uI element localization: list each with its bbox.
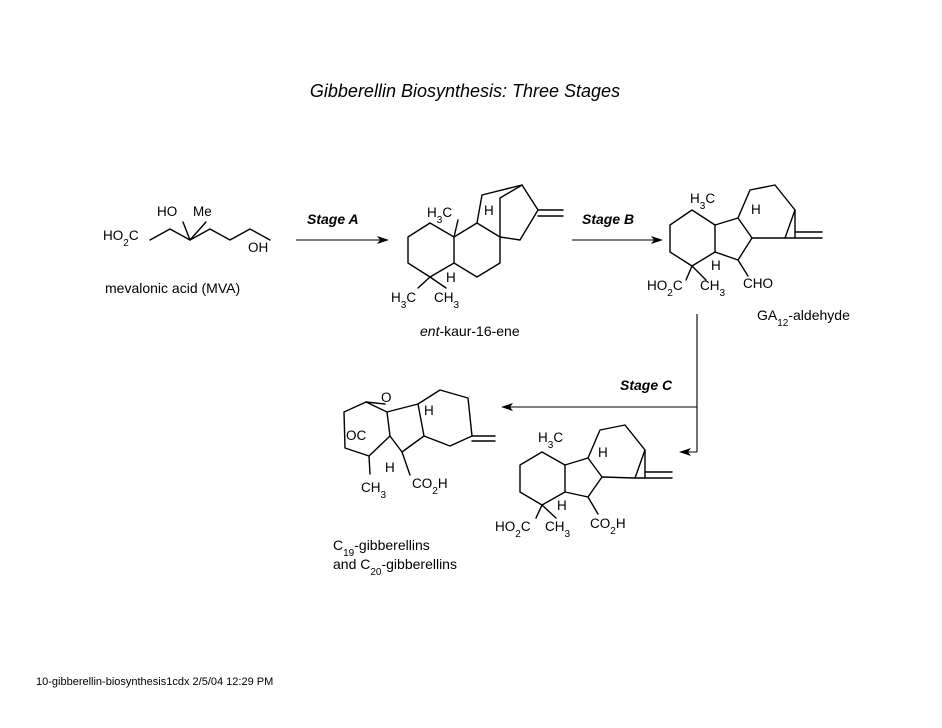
stage-a-label: Stage A [307,211,359,227]
ga12-h-top: H [751,202,761,217]
ent-kaurene-structure: H3C H H H3C CH3 ent-kaur-16-ene [391,184,564,339]
kaurene-h-top: H [484,203,494,218]
c19-gibberellin-structure: O OC H H CH3 CO2H C19-gibberellins and C… [333,389,496,578]
ga12-label: GA12-aldehyde [757,307,850,329]
kaurene-h3c-bottom: H3C [391,290,416,311]
c19-h-top: H [424,403,434,418]
ga12-ch3: CH3 [700,278,726,299]
c19-oc-lactone: OC [346,428,367,443]
ga12acid-co2h: CO2H [590,516,626,537]
c19-ch3: CH3 [361,480,387,501]
kaurene-ch3-bottom: CH3 [434,290,460,311]
ga12-cho: CHO [743,276,773,291]
ga12acid-h3c: H3C [538,430,563,451]
c19-label-line2: and C20-gibberellins [333,556,457,578]
mva-oh-group: OH [248,240,268,255]
kaurene-label: ent-kaur-16-ene [420,323,520,339]
kaurene-h-bottom: H [446,270,456,285]
ga12acid-ho2c: HO2C [495,519,531,540]
ga12-h-bottom: H [711,258,721,273]
c19-label-line1: C19-gibberellins [333,537,430,559]
mva-ho-group: HO [157,204,177,219]
page-title: Gibberellin Biosynthesis: Three Stages [310,81,620,101]
ga12-acid-structure: H3C H H HO2C CH3 CO2H [495,424,673,540]
mva-carboxyl-group: HO2C [103,228,139,249]
kaurene-h3c-top: H3C [427,205,452,226]
mva-label: mevalonic acid (MVA) [105,280,240,296]
ga12acid-h-top: H [598,445,608,460]
ga12-h3c: H3C [690,191,715,212]
c19-co2h: CO2H [412,476,448,497]
stage-b-label: Stage B [582,211,634,227]
c19-h-bottom: H [385,460,395,475]
ga12acid-h-bottom: H [557,498,567,513]
ga12-ho2c: HO2C [647,278,683,299]
ga12-aldehyde-structure: H3C H H HO2C CH3 CHO GA12-aldehyde [647,184,850,329]
ga12acid-ch3: CH3 [545,519,571,540]
mevalonic-acid-structure: HO Me HO2C OH mevalonic acid (MVA) [103,204,271,296]
footer-file-info: 10-gibberellin-biosynthesis1cdx 2/5/04 1… [36,676,273,688]
stage-c-label: Stage C [620,377,673,393]
mva-me-group: Me [193,204,212,219]
c19-oxygen: O [381,390,392,405]
